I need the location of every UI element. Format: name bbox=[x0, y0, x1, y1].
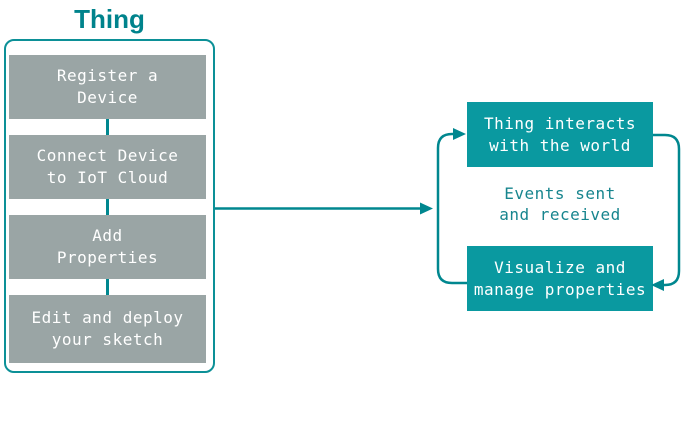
cycle-down-arrow-line bbox=[653, 133, 681, 287]
cycle-label-events: Events sent and received bbox=[499, 184, 621, 224]
flow-to-cycle-arrowhead bbox=[420, 202, 433, 215]
cycle-box-thing-interacts: Thing interacts with the world bbox=[467, 102, 653, 167]
thing-flow-frame bbox=[4, 39, 215, 373]
flow-step-edit-deploy: Edit and deploy your sketch bbox=[9, 295, 206, 363]
flow-step-connect-device: Connect Device to IoT Cloud bbox=[9, 135, 206, 199]
cycle-up-arrowhead bbox=[453, 128, 466, 140]
flow-step-add-properties: Add Properties bbox=[9, 215, 206, 279]
flow-title: Thing bbox=[74, 4, 145, 34]
cycle-box-visualize-manage: Visualize and manage properties bbox=[467, 246, 653, 311]
cycle-up-arrow-line bbox=[436, 132, 467, 285]
flow-step-register-device: Register a Device bbox=[9, 55, 206, 119]
